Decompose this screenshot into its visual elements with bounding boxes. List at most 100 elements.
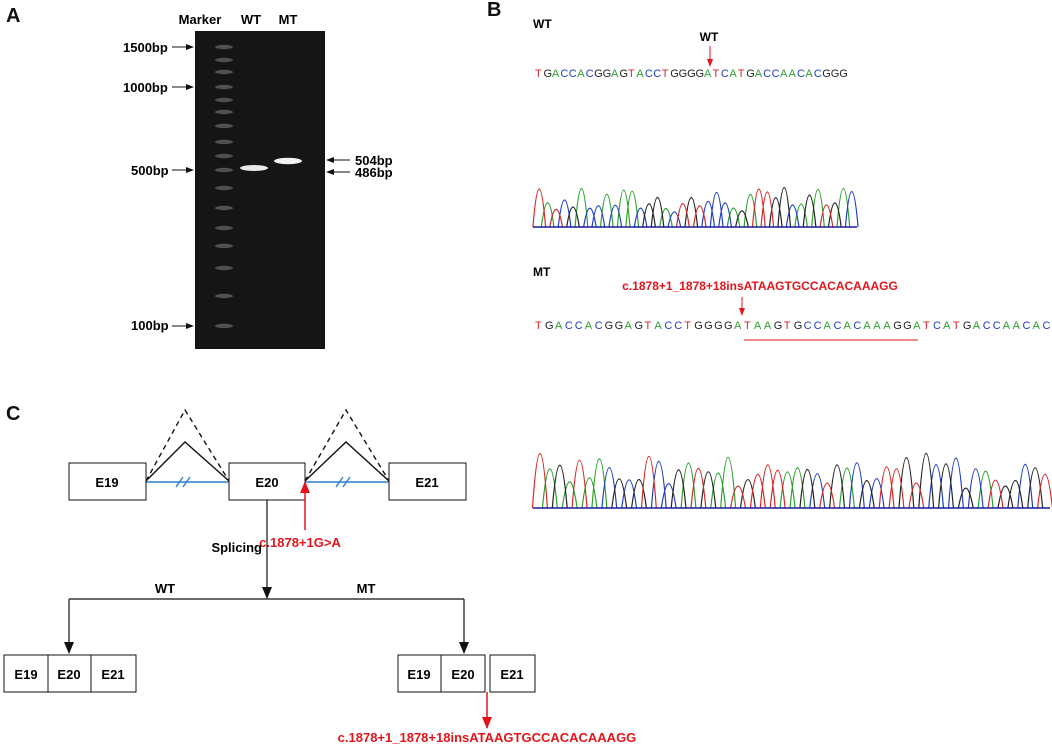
intron-20-break (335, 476, 351, 488)
mt-base-letter: T (644, 320, 651, 332)
mt-product-box-e21 (489, 654, 536, 693)
wt-base-letter: A (789, 68, 797, 80)
mt-base-letter: C (1042, 320, 1050, 332)
wt-base-letter: G (822, 68, 831, 80)
mt-base-letter: G (605, 320, 614, 332)
wt-base-letter: C (797, 68, 805, 80)
mt-base-letter: A (863, 320, 871, 332)
wt-base-letter: A (636, 68, 644, 80)
ladder-band (215, 225, 233, 231)
lane-label-marker: Marker (179, 12, 222, 27)
band-label-504bp: 504bp (355, 153, 393, 168)
mt-base-letter: G (694, 320, 703, 332)
mt-base-letter: T (535, 320, 542, 332)
mt-base-letter: T (923, 320, 930, 332)
wt-base-letter: A (729, 68, 737, 80)
mt-trace-t (531, 453, 1052, 509)
exon-label-e19: E19 (95, 475, 118, 490)
ladder-band (215, 265, 233, 271)
mt-base-letter: C (804, 320, 812, 332)
ladder-band (215, 293, 233, 299)
mt-base-letter: G (545, 320, 554, 332)
wt-base-letter: A (780, 68, 788, 80)
ladder-band (215, 84, 233, 90)
wt-product-box-e20 (47, 654, 92, 693)
mt-base-letter: C (595, 320, 603, 332)
branch-label-mt: MT (357, 581, 376, 596)
mt-base-letter: G (903, 320, 912, 332)
wt-product-box-e21 (90, 654, 137, 693)
panel-letter-b: B (487, 0, 501, 21)
wt-base-letter: G (839, 68, 848, 80)
panel-letter-a: A (6, 5, 20, 27)
exon-box-e20 (228, 462, 306, 501)
wt-base-letter: G (620, 68, 629, 80)
mt-base-letter: T (784, 320, 791, 332)
mt-arrow-label: c.1878+1_1878+18insATAAGTGCCACACAAAGG (622, 279, 898, 293)
mt-trace-c (601, 457, 1034, 509)
mt-base-letter: A (973, 320, 981, 332)
exon-label-e21: E21 (415, 475, 438, 490)
wt-base-letter: T (738, 68, 745, 80)
exon-box-e21 (388, 462, 467, 501)
mt-base-letter: T (953, 320, 960, 332)
ladder-band (215, 44, 233, 50)
wt-base-letter: A (805, 68, 813, 80)
ladder-band (215, 57, 233, 63)
mt-base-letter: C (993, 320, 1001, 332)
mt-base-letter: A (734, 320, 742, 332)
mt-track-title: MT (533, 265, 551, 279)
ladder-band (215, 123, 233, 129)
wt-base-letter: C (814, 68, 822, 80)
ladder-band (215, 167, 233, 173)
wt-base-letter: C (560, 68, 568, 80)
ladder-band (215, 109, 233, 115)
wt-base-letter: A (704, 68, 712, 80)
exon-label-e20: E20 (255, 475, 278, 490)
mt-base-letter: G (635, 320, 644, 332)
ladder-band (215, 185, 233, 191)
lane-label-mt: MT (279, 12, 298, 27)
band-label-486bp: 486bp (355, 165, 393, 180)
mt-base-letter: A (824, 320, 832, 332)
wt-product-label-e20: E20 (57, 667, 80, 682)
wt-base-letter: T (662, 68, 669, 80)
wt-track-title: WT (533, 17, 552, 31)
mt-product-box-e20 (440, 654, 486, 693)
insertion-label: c.1878+1_1878+18insATAAGTGCCACACAAAGG (338, 730, 637, 745)
mt-product-box-e19 (397, 654, 442, 693)
wt-trace-a (540, 188, 851, 228)
marker-label-1000bp: 1000bp (123, 80, 168, 95)
mt-base-letter: A (1003, 320, 1011, 332)
marker-label-100bp: 100bp (131, 318, 169, 333)
mt-base-letter: C (565, 320, 573, 332)
wt-base-letter: A (577, 68, 585, 80)
wt-base-letter: A (552, 68, 560, 80)
ladder-band (215, 139, 233, 145)
mt-base-letter: T (744, 320, 751, 332)
normal-splice-arc-right (304, 441, 390, 482)
ladder-band (215, 97, 233, 103)
gel-image (195, 31, 325, 349)
mt-base-letter: A (625, 320, 633, 332)
wt-base-letter: G (696, 68, 705, 80)
wt-product-label-e19: E19 (14, 667, 37, 682)
marker-label-500bp: 500bp (131, 163, 169, 178)
wt-base-letter: G (746, 68, 755, 80)
wt-chromatogram-traces (532, 187, 859, 228)
marker-label-1500bp: 1500bp (123, 40, 168, 55)
mt-base-letter: C (983, 320, 991, 332)
wt-arrow-label: WT (700, 30, 719, 44)
wt-product-label-e21: E21 (101, 667, 124, 682)
mt-trace-a (541, 456, 994, 509)
mt-base-letter: G (615, 320, 624, 332)
band-mt-504bp (274, 157, 302, 165)
mt-base-letter: T (684, 320, 691, 332)
wt-base-letter: C (586, 68, 594, 80)
wt-base-letter: C (569, 68, 577, 80)
wt-base-letter: T (712, 68, 719, 80)
mt-base-letter: A (585, 320, 593, 332)
mt-base-letter: C (1023, 320, 1031, 332)
